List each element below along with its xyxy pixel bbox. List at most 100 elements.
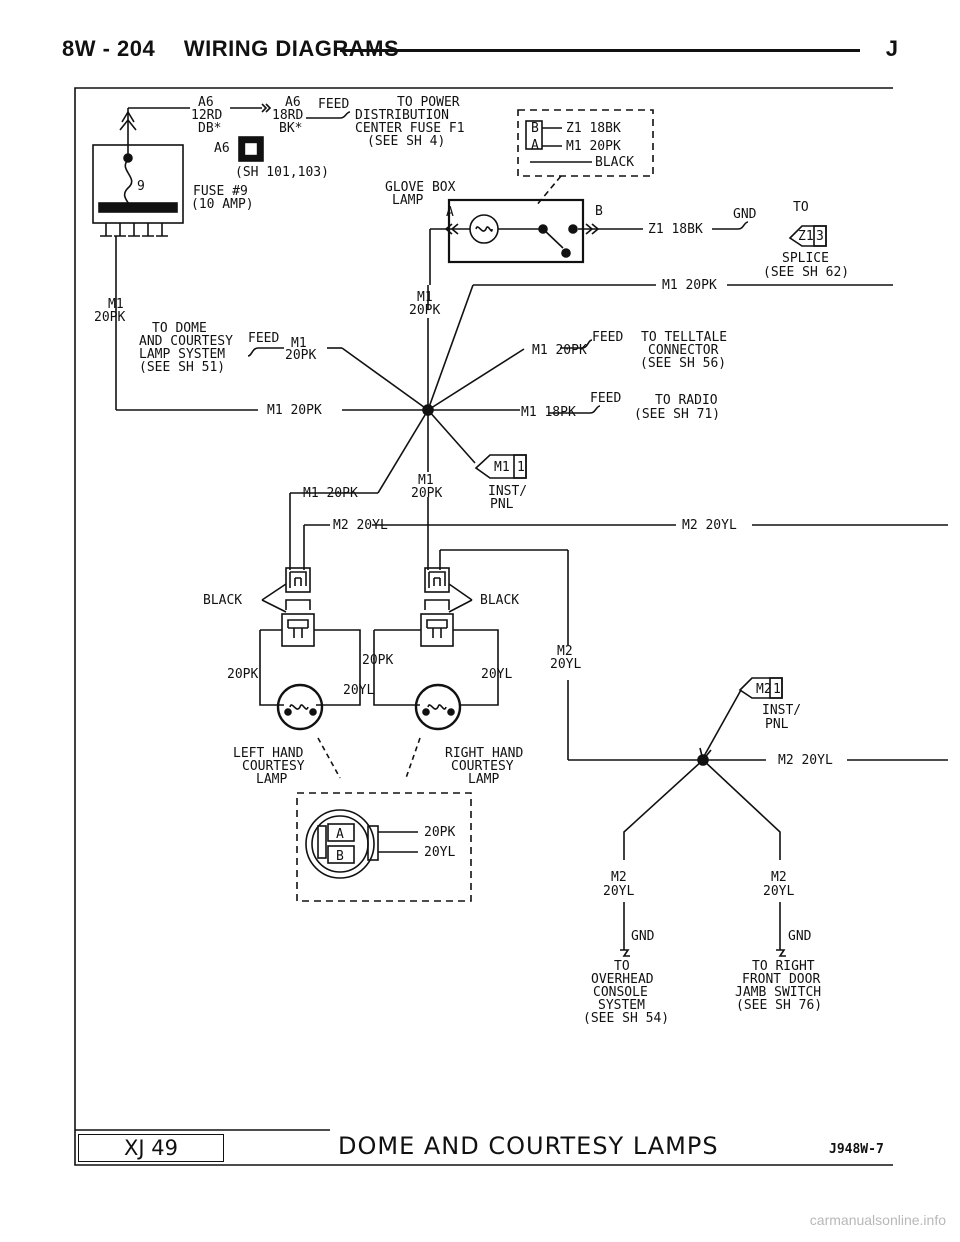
label-right-lamp: LAMP [468, 772, 499, 787]
inst-m1: M1 [494, 460, 510, 475]
label-telltale-feed: FEED [592, 330, 623, 345]
right-bulb-filament [427, 704, 447, 710]
courtesy-pin-a: A [336, 827, 344, 842]
courtesy-connector-latch [367, 825, 379, 861]
glove-connector-body [525, 120, 543, 150]
right-connector-lower-detail [426, 619, 448, 638]
m1-inst-num-box [513, 454, 527, 479]
label-center-fuse: CENTER FUSE F1 [355, 121, 465, 136]
label-right-20yl: 20YL [481, 667, 512, 682]
m2-inst-num: 1 [773, 682, 781, 697]
label-m2-mid: M2 [557, 644, 573, 659]
label-m1-20pk-right: M1 20PK [662, 278, 717, 293]
glove-switch-blade [542, 228, 564, 249]
left-connector-lower-cap [285, 599, 311, 610]
fuse-number: 9 [137, 179, 145, 194]
label-lamp: LAMP [392, 193, 423, 208]
footer-model: XJ 49 [78, 1134, 224, 1162]
glove-switch-contact [568, 224, 578, 234]
label-lamp-system: LAMP SYSTEM [139, 347, 225, 362]
label-see-sh51: (SEE SH 51) [139, 360, 225, 375]
label-splice: SPLICE [782, 251, 829, 266]
left-lamp-20yl-wire [314, 629, 361, 706]
label-down-m1-20pk: M1 20PK [303, 486, 358, 501]
page-header: 8W - 204 WIRING DIAGRAMS [62, 36, 399, 62]
a6-connector-icon [238, 136, 264, 162]
left-connector-upper [285, 567, 311, 593]
right-lamp-20pk-wire [373, 629, 421, 706]
label-overhead: OVERHEAD [591, 972, 654, 987]
label-down-20pk: 20PK [411, 486, 442, 501]
label-to-telltale: TO TELLTALE [641, 330, 727, 345]
glove-switch-tip [561, 248, 571, 258]
header-title: WIRING DIAGRAMS [183, 36, 400, 61]
left-connector-upper-detail [289, 571, 307, 588]
label-see-sh62: (SEE SH 62) [763, 265, 849, 280]
label-left-courtesy: COURTESY [242, 759, 305, 774]
label-right-courtesy: COURTESY [451, 759, 514, 774]
courtesy-connector-detail-box [296, 792, 472, 902]
right-connector-upper [424, 567, 450, 593]
label-jamb-switch: JAMB SWITCH [735, 985, 821, 1000]
label-m2-left: M2 20YL [333, 518, 388, 533]
left-bulb-filament [289, 704, 309, 710]
watermark: carmanualsonline.info [809, 1212, 946, 1228]
label-system: SYSTEM [598, 998, 645, 1013]
glove-connector-box [517, 109, 654, 177]
left-lamp-20pk-wire [259, 630, 284, 706]
right-connector-upper-detail [428, 571, 446, 588]
m1-splice-dot [422, 404, 434, 416]
label-to: TO [793, 200, 809, 215]
label-door-20yl: 20YL [763, 884, 794, 899]
label-see-sh56: (SEE SH 56) [640, 356, 726, 371]
courtesy-connector-outer [305, 809, 375, 879]
m1-diag-inst [427, 409, 476, 464]
header-letter: J [885, 36, 898, 61]
label-radio-feed: FEED [590, 391, 621, 406]
label-m2-right: M2 20YL [682, 518, 737, 533]
right-bulb-pin-b [447, 708, 455, 716]
overhead-gnd-symbol [620, 949, 630, 957]
label-door-m2: M2 [771, 870, 787, 885]
fuse-element [123, 159, 133, 209]
glove-conn-z1: Z1 18BK [566, 121, 621, 136]
glove-conn-pin-a: A [531, 138, 539, 153]
label-radio-wire: M1 18PK [521, 405, 576, 420]
label-left-20pk: 20PK [227, 667, 258, 682]
right-connector-lower [420, 613, 454, 647]
dome-feed-hook [247, 347, 284, 357]
right-bulb-pin-a [422, 708, 430, 716]
right-connector-lower-cap [424, 599, 450, 610]
m2-overhead-wire [623, 759, 704, 860]
label-10-amp: (10 AMP) [191, 197, 254, 212]
right-black-pointer-2 [448, 599, 473, 613]
right-black-pointer [448, 583, 473, 601]
glove-pin-b: B [595, 204, 603, 219]
label-to-dome: TO DOME [152, 321, 207, 336]
label-a6-2: A6 [285, 95, 301, 110]
label-20pk-left: 20PK [94, 310, 125, 325]
header-rule [340, 49, 860, 52]
inst-m1-num: 1 [517, 460, 525, 475]
glove-connector-pointer [535, 175, 562, 207]
glove-conn-pin-b: B [531, 121, 539, 136]
m2-inst-num-box [769, 677, 783, 699]
right-courtesy-bulb [414, 683, 462, 731]
label-distribution: DISTRIBUTION [355, 108, 449, 123]
label-18rd: 18RD [272, 108, 303, 123]
glove-lamp-bulb [469, 214, 499, 244]
label-to-power: TO POWER [397, 95, 460, 110]
fuse-block [92, 144, 184, 224]
label-see-sh76: (SEE SH 76) [736, 998, 822, 1013]
fuse-arrow [119, 110, 137, 131]
label-inst: INST/ [488, 484, 527, 499]
label-lower-pnl: PNL [765, 717, 789, 732]
label-door-gnd: GND [788, 929, 812, 944]
footer-code: J948W-7 [829, 1142, 884, 1157]
m2-inst-label: M2 [756, 682, 772, 697]
splice-z1: Z1 [798, 229, 814, 244]
glove-conn-m1: M1 20PK [566, 139, 621, 154]
label-z1-18bk: Z1 18BK [648, 222, 703, 237]
label-to-radio: TO RADIO [655, 393, 718, 408]
label-feed-top: FEED [318, 97, 349, 112]
